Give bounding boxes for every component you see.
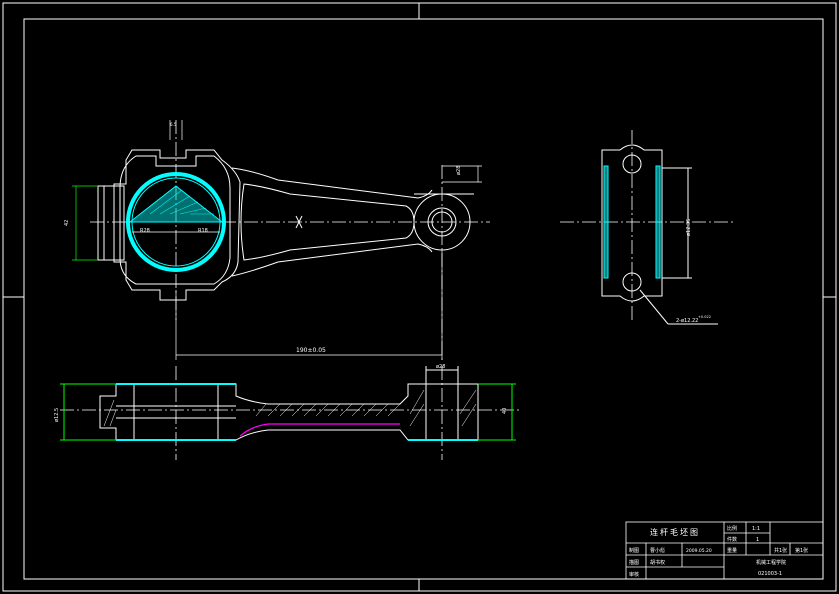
drawing-number: 021003-1 [758,571,782,577]
small-end-bore [427,207,457,237]
big-end-contour [113,149,241,301]
checker-label: 描图 [629,559,639,566]
shank-contour [231,167,433,199]
dim-side-height: ø12.35 [686,219,692,236]
designer-label: 制图 [629,547,639,554]
checker-name: 胡书权 [650,559,665,566]
side-view [560,130,734,325]
sheet-total: 共1张 [774,547,787,554]
quantity-value: 1 [756,537,759,543]
school-name: 机械工程学院 [756,559,786,566]
dim-small-end-bore: ø28 [436,364,445,370]
section-view [60,366,520,460]
drawing-title: 连杆毛坯图 [650,527,700,537]
dim-big-end-thickness: ø12.5 [54,408,60,422]
big-end-bore: R28 R18 [126,172,226,272]
ratio-label: 比例 [727,525,737,532]
dim-center-distance: 190±0.05 [296,347,326,354]
dim-bolt-hole: 2-ø12.22 [676,318,698,324]
bore-radius-label: R28 [140,228,150,234]
design-date: 2009.05.20 [686,548,712,554]
reviewer-label: 审核 [629,571,639,578]
bore-radius2-label: R18 [198,228,208,234]
title-block-text: 连杆毛坯图 比例 1:1 件数 1 制图 曹小彪 2009.05.20 重量 共… [629,525,808,578]
sheet-number: 第1张 [795,547,808,554]
title-block [625,521,824,580]
section-hatch [103,389,477,427]
dim-top-width: 6.5 [170,122,177,127]
dim-side-width: 40 [502,408,508,414]
dim-bolt-hole-tol: +0.022 [698,315,711,319]
designer-name: 曹小彪 [650,547,665,554]
ratio-value: 1:1 [752,526,760,532]
quantity-label: 件数 [727,536,737,543]
dim-small-end: ø28 [456,166,462,175]
weight-label: 重量 [727,547,737,554]
front-view [90,120,490,360]
front-view-dimensions [72,120,482,360]
dim-big-end-width: 42 [64,220,70,226]
